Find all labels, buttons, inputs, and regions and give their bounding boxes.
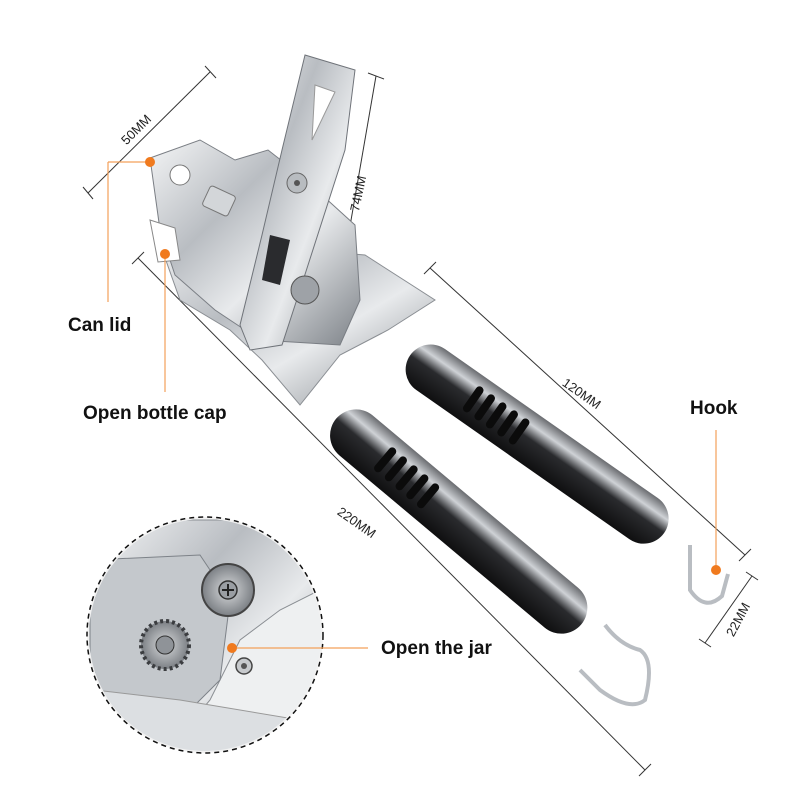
bottom-handle bbox=[330, 409, 588, 634]
hook-marker bbox=[711, 565, 721, 575]
hook-label: Hook bbox=[690, 398, 738, 419]
open-bottle-cap-label: Open bottle cap bbox=[83, 403, 227, 424]
bottle-notch bbox=[149, 219, 181, 263]
hook-top bbox=[688, 545, 730, 605]
callout-dots bbox=[145, 157, 721, 653]
hook-bottom bbox=[578, 623, 651, 707]
can-lid-label: Can lid bbox=[68, 315, 132, 336]
callout-lines bbox=[107, 161, 717, 649]
can-lid-marker bbox=[145, 157, 155, 167]
top-handle bbox=[405, 344, 669, 544]
bottle-cap-marker bbox=[160, 249, 170, 259]
zoom-inset bbox=[86, 516, 324, 754]
can-opener bbox=[149, 54, 730, 707]
jar-marker bbox=[227, 643, 237, 653]
open-the-jar-label: Open the jar bbox=[381, 638, 492, 659]
